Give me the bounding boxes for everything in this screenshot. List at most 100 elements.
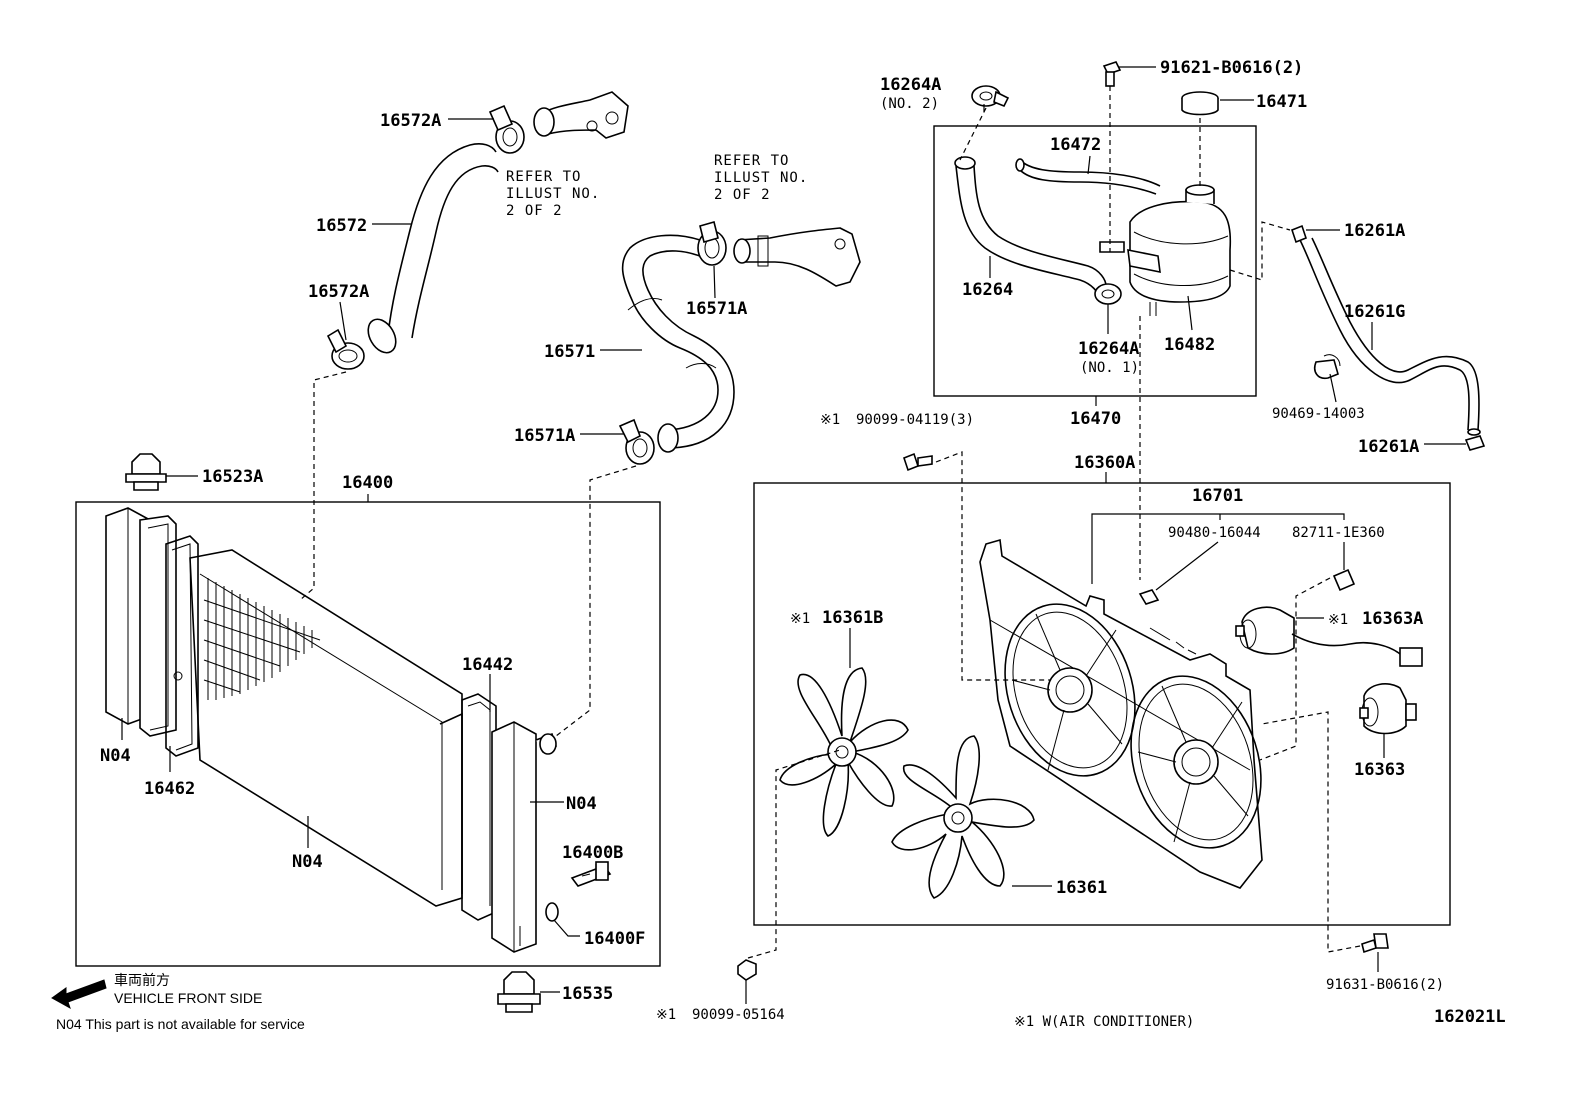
fan-shroud-ring-right [1130, 675, 1262, 849]
fan-16361 [891, 735, 1035, 899]
clamp-16264A-no1 [1094, 283, 1122, 305]
reservoir-tank-16482 [1099, 184, 1232, 316]
dash-clip-to-shroud [1259, 577, 1331, 761]
fan-motor-16363A [1235, 606, 1423, 667]
refer-note-2-line3: 2 OF 2 [714, 187, 771, 203]
clamp-16264A-no2 [971, 85, 1010, 108]
label-16363A: 16363A [1362, 609, 1423, 629]
dash-nut-to-fan [747, 749, 841, 959]
refer-note-2-line1: REFER TO [714, 153, 789, 169]
hose-clamp-16572A-bottom [326, 328, 365, 370]
label-16471: 16471 [1256, 92, 1307, 112]
label-90480-16044: 90480-16044 [1168, 525, 1261, 541]
label-16462: 16462 [144, 779, 195, 799]
label-16571A-bottom: 16571A [514, 426, 575, 446]
part-labels: 16572A 16572 16572A REFER TO ILLUST NO. … [100, 58, 1506, 1030]
label-16571: 16571 [544, 342, 595, 362]
label-16482: 16482 [1164, 335, 1215, 355]
fan-motor-16363 [1359, 683, 1417, 735]
radiator-cap-16523A [125, 453, 167, 491]
screw-90480-16044 [1138, 589, 1160, 605]
label-16264: 16264 [962, 280, 1013, 300]
lower-radiator-hose-16571 [621, 234, 735, 453]
hose-clamp-16572A-top [488, 104, 525, 154]
dash-reservoir-to-16261 [1229, 221, 1291, 281]
reservoir-hose-16264 [954, 156, 1107, 299]
dash-bolt-to-shroud-right [1261, 711, 1361, 953]
fan-shroud-ring-left [1004, 603, 1136, 777]
label-90469-14003: 90469-14003 [1272, 406, 1365, 422]
label-16572A-top: 16572A [380, 111, 441, 131]
refer-note-1-line3: 2 OF 2 [506, 203, 563, 219]
water-outlet-pipe-top [533, 91, 629, 139]
label-91631-B0616: 91631-B0616(2) [1326, 977, 1444, 993]
radiator-right-tank [491, 721, 557, 953]
dash-bolt-to-shroud [935, 451, 1050, 681]
radiator-core [189, 549, 463, 907]
leader-lines [121, 66, 1466, 1004]
label-16361B: 16361B [822, 608, 883, 628]
radiator-right-gasket-16442 [461, 693, 497, 921]
refer-note-2-line2: ILLUST NO. [714, 170, 808, 186]
mark-16361B: ※1 [790, 611, 810, 627]
label-16363: 16363 [1354, 760, 1405, 780]
radiator-fins [203, 578, 321, 700]
mark-16363A: ※1 [1328, 612, 1348, 628]
label-91621-B0616: 91621-B0616(2) [1160, 58, 1303, 78]
hose-clamp-16571A-top [697, 221, 727, 266]
reservoir-assembly-box [933, 125, 1257, 397]
dash-hose-to-radiator-lower [555, 465, 637, 737]
label-16472: 16472 [1050, 135, 1101, 155]
label-no2: (NO. 2) [880, 96, 939, 112]
refer-note-1-line1: REFER TO [506, 169, 581, 185]
label-90099-05164: 90099-05164 [692, 1007, 785, 1023]
label-16701: 16701 [1192, 486, 1243, 506]
label-16442: 16442 [462, 655, 513, 675]
label-90099-04119: 90099-04119(3) [856, 412, 974, 428]
label-82711-1E360: 82711-1E360 [1292, 525, 1385, 541]
label-16361: 16361 [1056, 878, 1107, 898]
hose-clamp-16571A-bottom [618, 418, 655, 465]
upper-radiator-hose-16572 [367, 143, 499, 354]
footnote-air-conditioner: ※1 W(AIR CONDITIONER) [1014, 1014, 1194, 1030]
legend: 車両前方 VEHICLE FRONT SIDE N04 This part is… [51, 972, 305, 1032]
label-16261A-top: 16261A [1344, 221, 1405, 241]
dash-hose-to-radiator-upper [299, 371, 347, 601]
reservoir-cap-16471 [1181, 91, 1219, 116]
label-16470: 16470 [1070, 409, 1121, 429]
clamp-16261A-top [1291, 224, 1307, 244]
fan-shroud-16701 [979, 538, 1263, 889]
vehicle-front-arrow-icon [51, 979, 107, 1010]
fan-16361B [779, 667, 909, 837]
label-N04-mid: N04 [292, 852, 323, 872]
legend-n04-note: N04 This part is not available for servi… [56, 1016, 305, 1032]
label-16264A-no2: 16264A [880, 75, 941, 95]
label-16572A-bottom: 16572A [308, 282, 369, 302]
mark-nut: ※1 [656, 1007, 676, 1023]
clip-82711-1E360 [1332, 568, 1356, 592]
hose-16261G [1299, 237, 1481, 436]
nut-90099-05164 [737, 959, 757, 981]
label-16400: 16400 [342, 473, 393, 493]
clamp-16261A-bottom [1464, 435, 1486, 451]
fan-assembly-box [753, 482, 1451, 926]
label-16400B: 16400B [562, 843, 623, 863]
diagram-code: 162021L [1434, 1007, 1506, 1027]
legend-vehicle-front-en: VEHICLE FRONT SIDE [114, 990, 262, 1006]
bolt-90099-04119 [903, 452, 933, 472]
mark-bolt-top: ※1 [820, 412, 840, 428]
label-N04-left: N04 [100, 746, 131, 766]
label-N04-right: N04 [566, 794, 597, 814]
water-inlet-pipe [733, 227, 861, 287]
label-16261G: 16261G [1344, 302, 1405, 322]
label-16523A: 16523A [202, 467, 263, 487]
clip-90469-14003 [1313, 354, 1341, 380]
legend-vehicle-front-jp: 車両前方 [114, 972, 170, 988]
label-16535: 16535 [562, 984, 613, 1004]
bolt-91621-B0616 [1102, 61, 1122, 87]
refer-note-1-line2: ILLUST NO. [506, 186, 600, 202]
radiator-left-tank [105, 507, 183, 737]
label-16572: 16572 [316, 216, 367, 236]
bolt-91631-B0616 [1361, 933, 1389, 954]
